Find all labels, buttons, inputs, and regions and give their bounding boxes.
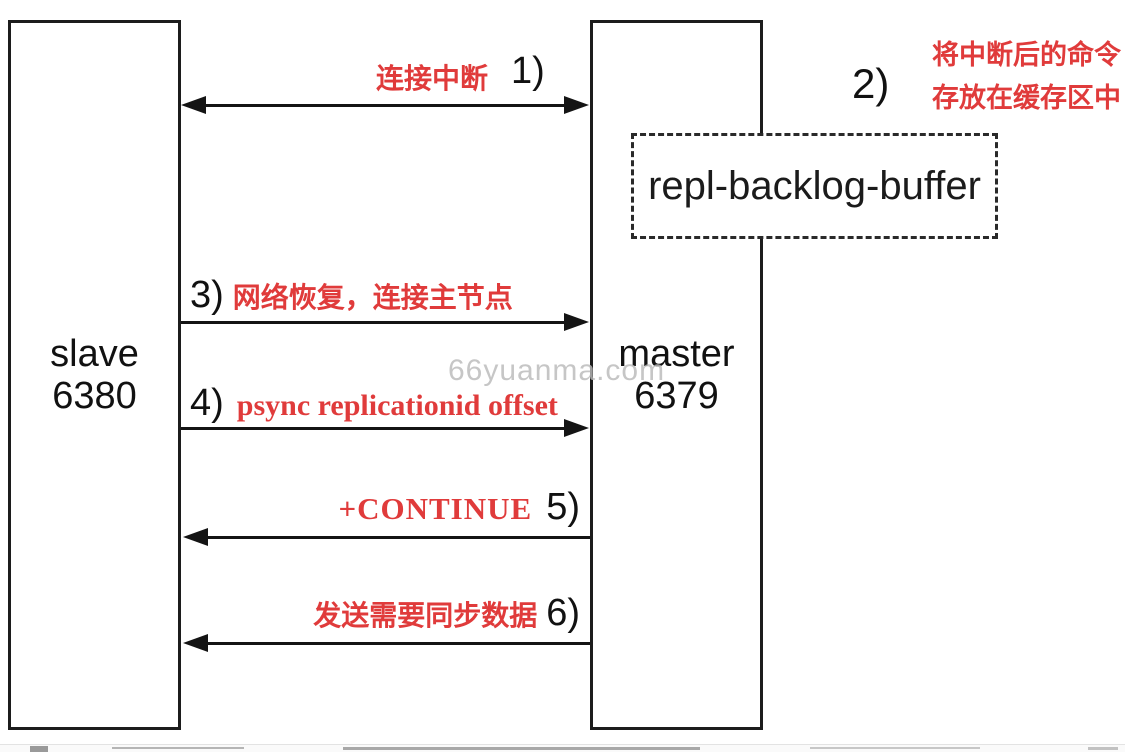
arrow-step4-line [181,427,565,430]
step5-label: +CONTINUE [338,491,533,526]
cropped-strip-segment [30,746,48,752]
step3-label: 网络恢复，连接主节点 [232,283,513,314]
master-node-port: 6379 [634,375,719,417]
arrow-step1-line [203,104,565,107]
step5-number: 5) [546,486,580,528]
step3-number: 3) [190,274,224,316]
step4-label: psync replicationid offset [236,389,558,422]
step3-label-row: 3) 网络恢复，连接主节点 [190,274,513,317]
step4-number: 4) [190,382,224,424]
arrow-step1-arrowhead-left-icon [181,96,206,114]
step1-number: 1) [511,50,545,92]
cropped-strip-segment [112,747,244,749]
step6-label: 发送需要同步数据 [313,601,538,632]
step2-label-line2: 存放在缓存区中 [932,83,1121,113]
step1-label: 连接中断 [376,64,489,95]
step6-number: 6) [546,592,580,634]
watermark: 66yuanma.com [448,354,666,387]
step2-number: 2) [852,60,890,107]
repl-backlog-buffer-label: repl-backlog-buffer [648,163,981,208]
cropped-bottom-strip [0,744,1125,752]
arrow-step4-arrowhead-right-icon [564,419,589,437]
step4-label-row: 4) psync replicationid offset [190,382,558,425]
arrow-step3-line [181,321,565,324]
arrow-step6-line [205,642,590,645]
master-node-name: master [618,333,735,375]
repl-backlog-buffer-box: repl-backlog-buffer [631,133,998,239]
slave-node-name: slave [50,333,139,375]
step5-label-row: +CONTINUE 5) [338,486,580,529]
step2-label: 将中断后的命令 存放在缓存区中 [932,34,1121,120]
arrow-step3-arrowhead-right-icon [564,313,589,331]
arrow-step1-arrowhead-right-icon [564,96,589,114]
cropped-strip-segment [810,747,980,749]
cropped-strip-segment [1088,747,1118,750]
arrow-step6-arrowhead-left-icon [183,634,208,652]
arrow-step5-arrowhead-left-icon [183,528,208,546]
arrow-step5-line [205,536,590,539]
step2-label-line1: 将中断后的命令 [932,40,1121,70]
step6-label-row: 发送需要同步数据 6) [313,592,580,635]
cropped-strip-segment [343,747,700,750]
slave-node-box: slave 6380 [8,20,181,730]
slave-node-port: 6380 [52,375,137,417]
